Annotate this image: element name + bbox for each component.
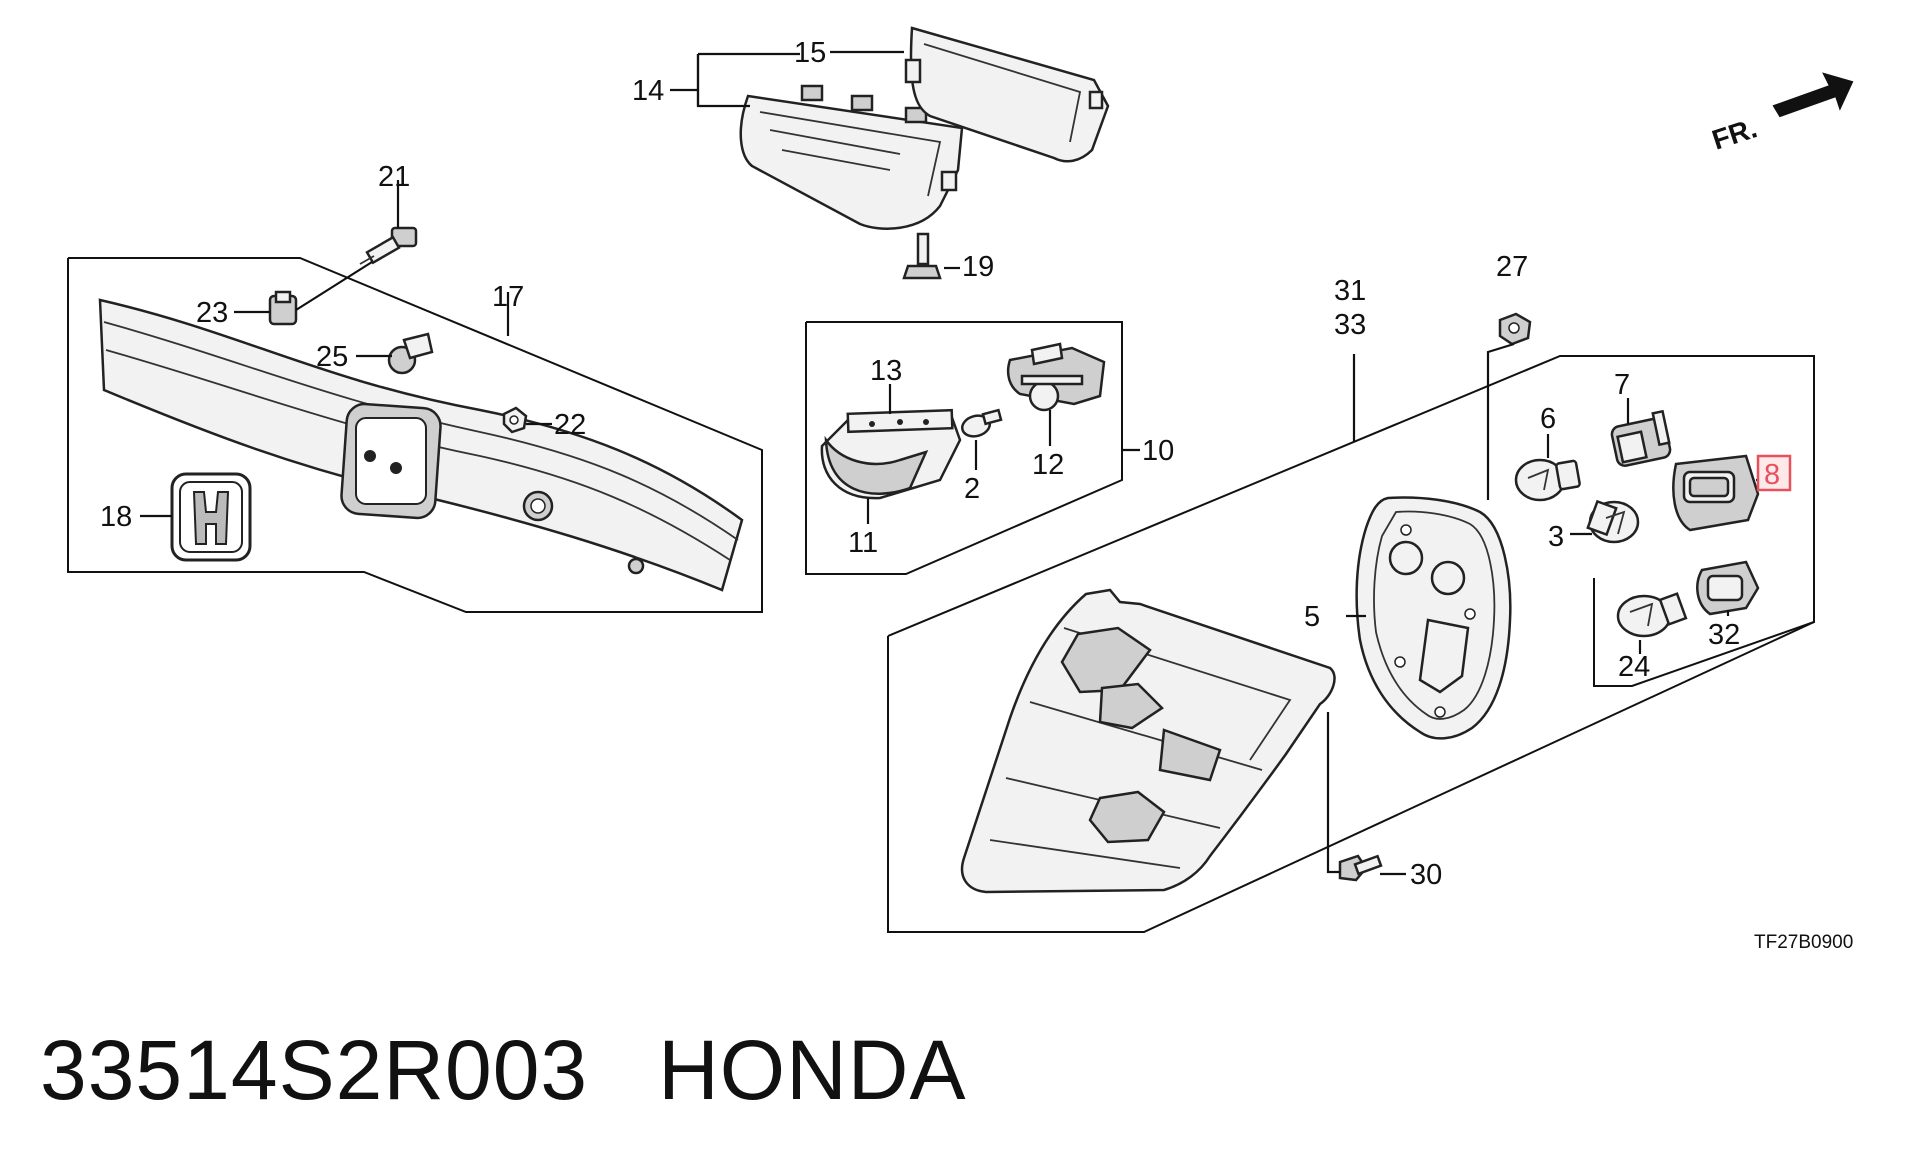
callout-3: 3: [1548, 521, 1564, 553]
callout-12: 12: [1032, 449, 1064, 481]
part-number: 33514S2R003: [40, 1023, 589, 1117]
socket-8-part: [1672, 454, 1760, 532]
callout-labels: 15 14 21 17 23 25 22 18 19 13 12 2 10 11…: [100, 37, 1780, 891]
callout-6: 6: [1540, 403, 1556, 435]
front-direction-marker: FR.: [1708, 72, 1854, 156]
callout-19: 21: [378, 161, 410, 193]
diagram-code: TF27B0900: [1754, 932, 1853, 953]
callout-31: 31: [1334, 275, 1366, 307]
gasket-part: [1355, 496, 1512, 740]
assembly-outlines: [67, 257, 1815, 933]
callout-14: 14: [632, 75, 664, 107]
clip-23-part: [268, 290, 298, 326]
license-light-part: [820, 408, 962, 500]
part-caption: 33514S2R003 HONDA: [40, 1022, 967, 1119]
screw-21-part: [902, 232, 942, 280]
callout-17: 17: [492, 281, 524, 313]
part-shapes: FR.: [98, 26, 1854, 894]
callout-10: 10: [1142, 435, 1174, 467]
callout-33: 33: [1334, 309, 1366, 341]
socket-12-part: [1006, 342, 1106, 412]
bulb-3-part: [1586, 499, 1640, 544]
callout-32: 32: [1708, 619, 1740, 651]
bulb-2-part: [960, 408, 1003, 438]
socket-7-part: [1610, 409, 1672, 467]
bulb-6-part: [1514, 458, 1581, 502]
bolt-19-part: [359, 226, 418, 265]
rear-garnish-part: [98, 298, 744, 592]
callout-30: 24: [1618, 651, 1650, 683]
nut-27-part: [1498, 312, 1532, 346]
callout-13: 13: [870, 355, 902, 387]
bulb-socket-sub-box: [1593, 578, 1815, 687]
clip-25-part: [387, 332, 434, 375]
callout-21: 19: [962, 251, 994, 283]
callout-18: 18: [100, 501, 132, 533]
callout-11: 11: [848, 527, 878, 559]
nut-22-part: [502, 406, 528, 434]
callout-2: 2: [964, 473, 980, 505]
stop-light-cover-part: [904, 26, 1110, 163]
fr-direction-label: FR.: [1708, 112, 1760, 155]
highlighted-callout-box: [1756, 454, 1792, 492]
callout-27: 27: [1496, 251, 1528, 283]
emblem-part: [170, 472, 252, 562]
callout-15: 15: [794, 37, 826, 69]
brand-name: HONDA: [658, 1023, 967, 1117]
screw-24-part: [1338, 854, 1383, 882]
callout-22: 22: [554, 409, 586, 441]
leader-lines: [140, 50, 1770, 876]
callout-8: 8: [1764, 459, 1780, 491]
garnish-assembly-box: [67, 257, 763, 613]
license-light-assembly-box: [805, 321, 1123, 575]
bulb-30-part: [1616, 592, 1688, 638]
tail-light-lens-part: [960, 588, 1336, 894]
callout-25: 25: [316, 341, 348, 373]
high-mount-stop-light-part: [739, 84, 964, 230]
callout-23: 23: [196, 297, 228, 329]
callout-24: 30: [1410, 859, 1442, 891]
callout-5: 5: [1304, 601, 1320, 633]
callout-7: 7: [1614, 369, 1630, 401]
socket-32-part: [1696, 560, 1760, 616]
